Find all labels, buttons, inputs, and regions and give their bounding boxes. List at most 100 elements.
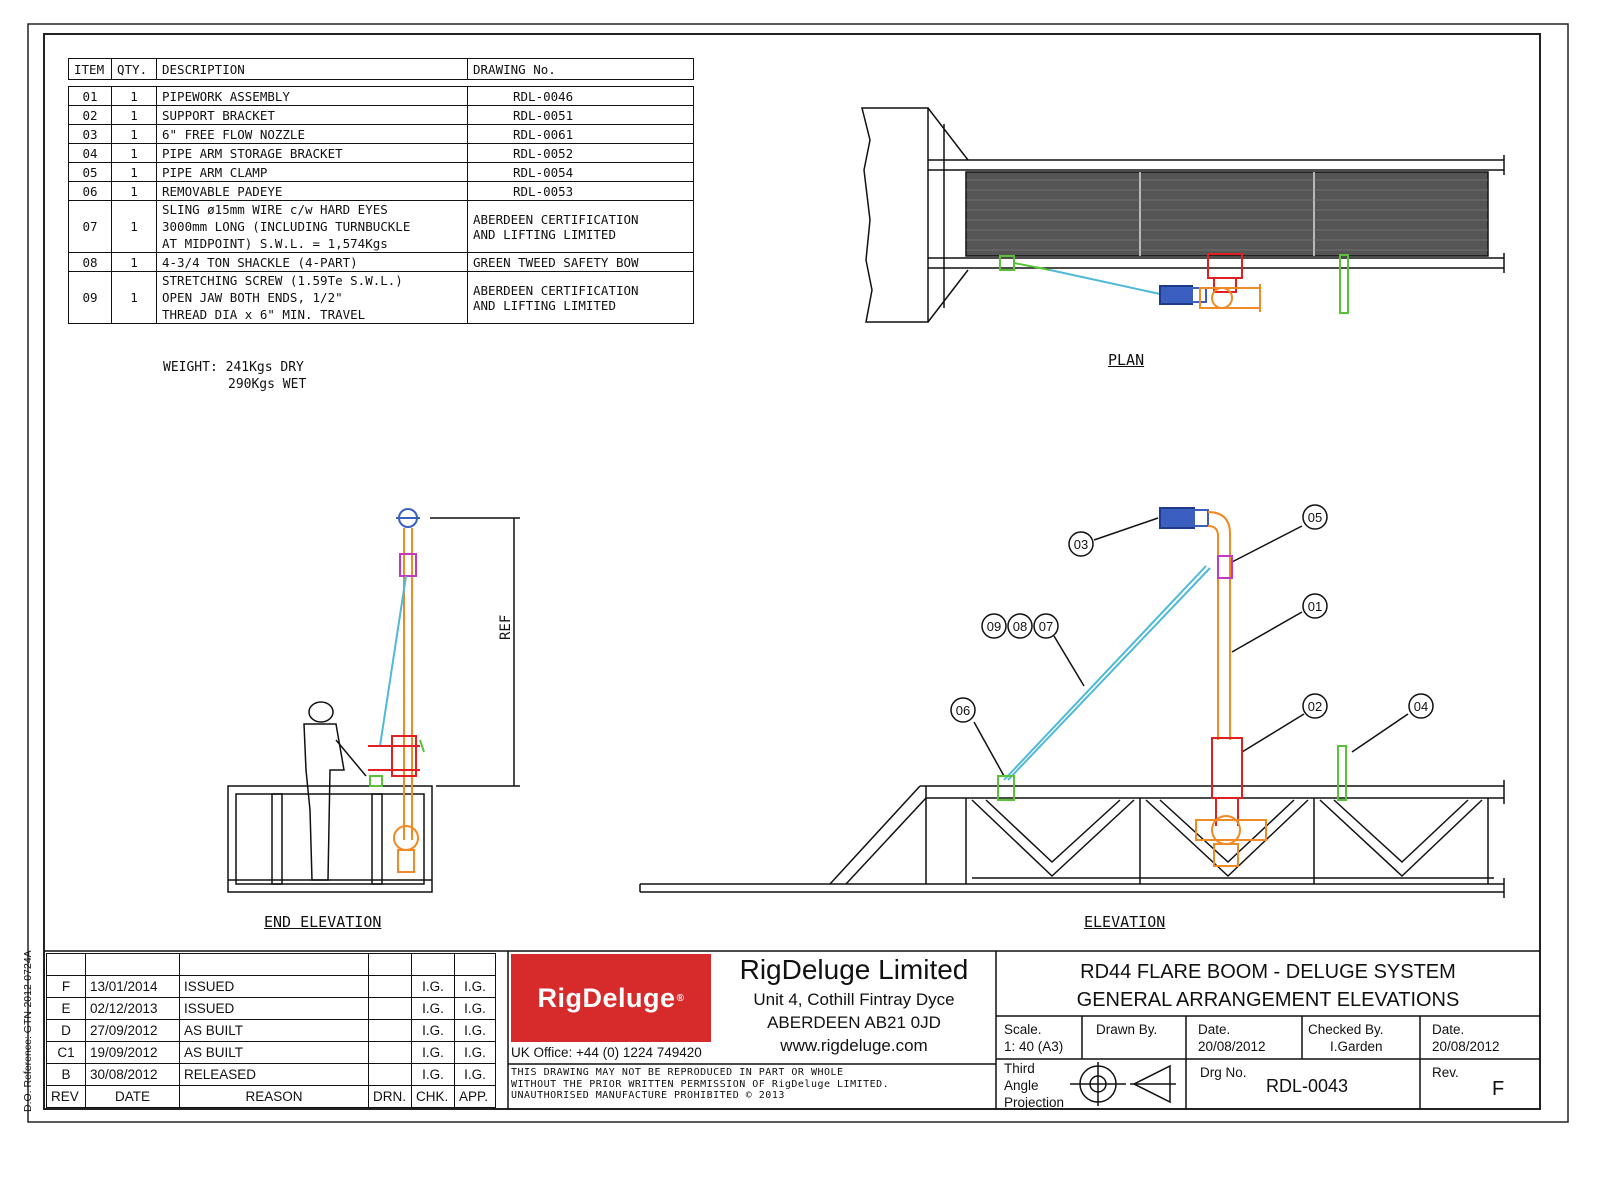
company-details: RigDeluge Limited Unit 4, Cothill Fintra… [716,952,992,1057]
bom-description: 6" FREE FLOW NOZZLE [156,124,468,144]
scale-value: 1: 40 (A3) [1004,1039,1064,1054]
projection-line-2: Angle [1004,1078,1039,1093]
outer-border [27,23,1569,1123]
revision-app: I.G. [454,1019,496,1042]
revision-date: 19/09/2012 [85,1041,180,1064]
bom-drawing-line: RDL-0052 [513,145,574,161]
revision-chk: I.G. [411,1041,455,1064]
company-logo: RigDeluge® [511,954,711,1042]
bom-qty: 1 [111,181,157,201]
weight-note: WEIGHT: 241Kgs DRY 290Kgs WET [163,359,306,393]
logo-text: RigDeluge [537,982,676,1013]
revision-rev: D [46,1019,86,1042]
rev-header-date: DATE [85,1085,180,1108]
bom-item: 09 [68,271,112,324]
rev-header-chk: CHK. [411,1085,455,1108]
revision-reason: ISSUED [179,997,369,1020]
bom-item: 03 [68,124,112,144]
bom-drawing: RDL-0053 [467,181,694,201]
item-balloons [950,504,1434,723]
balloon-08: 08 [1013,619,1027,634]
bom-description: STRETCHING SCREW (1.59Te S.W.L.)OPEN JAW… [156,271,468,324]
bom-item: 01 [68,86,112,106]
balloon-labels: 03 05 01 09 08 07 06 02 04 [956,510,1428,718]
bom-description-line: 4-3/4 TON SHACKLE (4-PART) [162,254,358,270]
end-elevation-view [227,517,520,893]
projection-line-3: Projection [1004,1095,1065,1110]
balloon-03: 03 [1074,537,1088,552]
notice-line-2: WITHOUT THE PRIOR WRITTEN PERMISSION OF … [511,1078,890,1090]
bom-drawing-line: GREEN TWEED SAFETY BOW [473,254,639,270]
copyright-notice: THIS DRAWING MAY NOT BE REPRODUCED IN PA… [511,1067,889,1102]
scale-field: Scale. 1: 40 (A3) [1004,1021,1063,1055]
bom-description: PIPEWORK ASSEMBLY [156,86,468,106]
drg-no-label: Drg No. [1200,1065,1247,1080]
bom-drawing-line: RDL-0051 [513,107,574,123]
bom-drawing-line: RDL-0053 [513,183,574,199]
projection-line-1: Third [1004,1061,1035,1076]
bom-description: REMOVABLE PADEYE [156,181,468,201]
revision-app: I.G. [454,997,496,1020]
balloon-04: 04 [1414,699,1428,714]
elevation-label: ELEVATION [1084,913,1166,931]
bom-qty: 1 [111,162,157,182]
bom-drawing: GREEN TWEED SAFETY BOW [467,252,694,272]
revision-chk: I.G. [411,1019,455,1042]
revision-rev: F [46,975,86,998]
bom-header-drawing: DRAWING No. [467,58,694,80]
rev-header-drn: DRN. [368,1085,412,1108]
plan-grating-pattern [966,179,1488,251]
revision-reason: ISSUED [179,975,369,998]
bom-qty: 1 [111,124,157,144]
revision-drn [368,997,412,1020]
bom-item: 07 [68,200,112,253]
bom-item: 06 [68,181,112,201]
bom-description-line: REMOVABLE PADEYE [162,183,283,199]
company-website: www.rigdeluge.com [780,1036,928,1055]
weight-wet: 290Kgs WET [228,377,307,392]
ref-dimension-label: REF [498,615,514,640]
elevation-pipe [997,507,1347,867]
checked-label: Checked By. [1308,1022,1384,1037]
elevation-view [639,517,1505,898]
logo-registered-mark: ® [676,992,685,1004]
bom-header-description: DESCRIPTION [156,58,468,80]
revision-rev: B [46,1063,86,1086]
revision-app: I.G. [454,1041,496,1064]
date-field: Date. 20/08/2012 [1198,1021,1266,1055]
notice-line-1: THIS DRAWING MAY NOT BE REPRODUCED IN PA… [511,1067,844,1078]
bom-drawing-line: RDL-0061 [513,126,574,142]
company-address-1: Unit 4, Cothill Fintray Dyce [753,990,955,1009]
revision-rev: C1 [46,1041,86,1064]
plan-view [861,107,1505,323]
drawing-title-line-2: GENERAL ARRANGEMENT ELEVATIONS [1076,989,1460,1011]
drawn-by-label: Drawn By. [1096,1022,1158,1037]
bom-description-line: THREAD DIA x 6" MIN. TRAVEL [162,307,366,322]
bom-item: 05 [68,162,112,182]
bom-description-line: PIPEWORK ASSEMBLY [162,88,290,104]
date2-field: Date. 20/08/2012 [1432,1021,1500,1055]
revision-drn [368,1019,412,1042]
date-value: 20/08/2012 [1198,1039,1266,1054]
bom-qty: 1 [111,143,157,163]
bom-qty: 1 [111,271,157,324]
date2-value: 20/08/2012 [1432,1039,1500,1054]
rev-header-app: APP. [454,1085,496,1108]
bom-description-line: AT MIDPOINT) S.W.L. = 1,574Kgs [162,236,388,251]
scale-label: Scale. [1004,1022,1042,1037]
inner-border [43,33,1541,1110]
revision-date: 13/01/2014 [85,975,180,998]
balloon-01: 01 [1308,599,1322,614]
